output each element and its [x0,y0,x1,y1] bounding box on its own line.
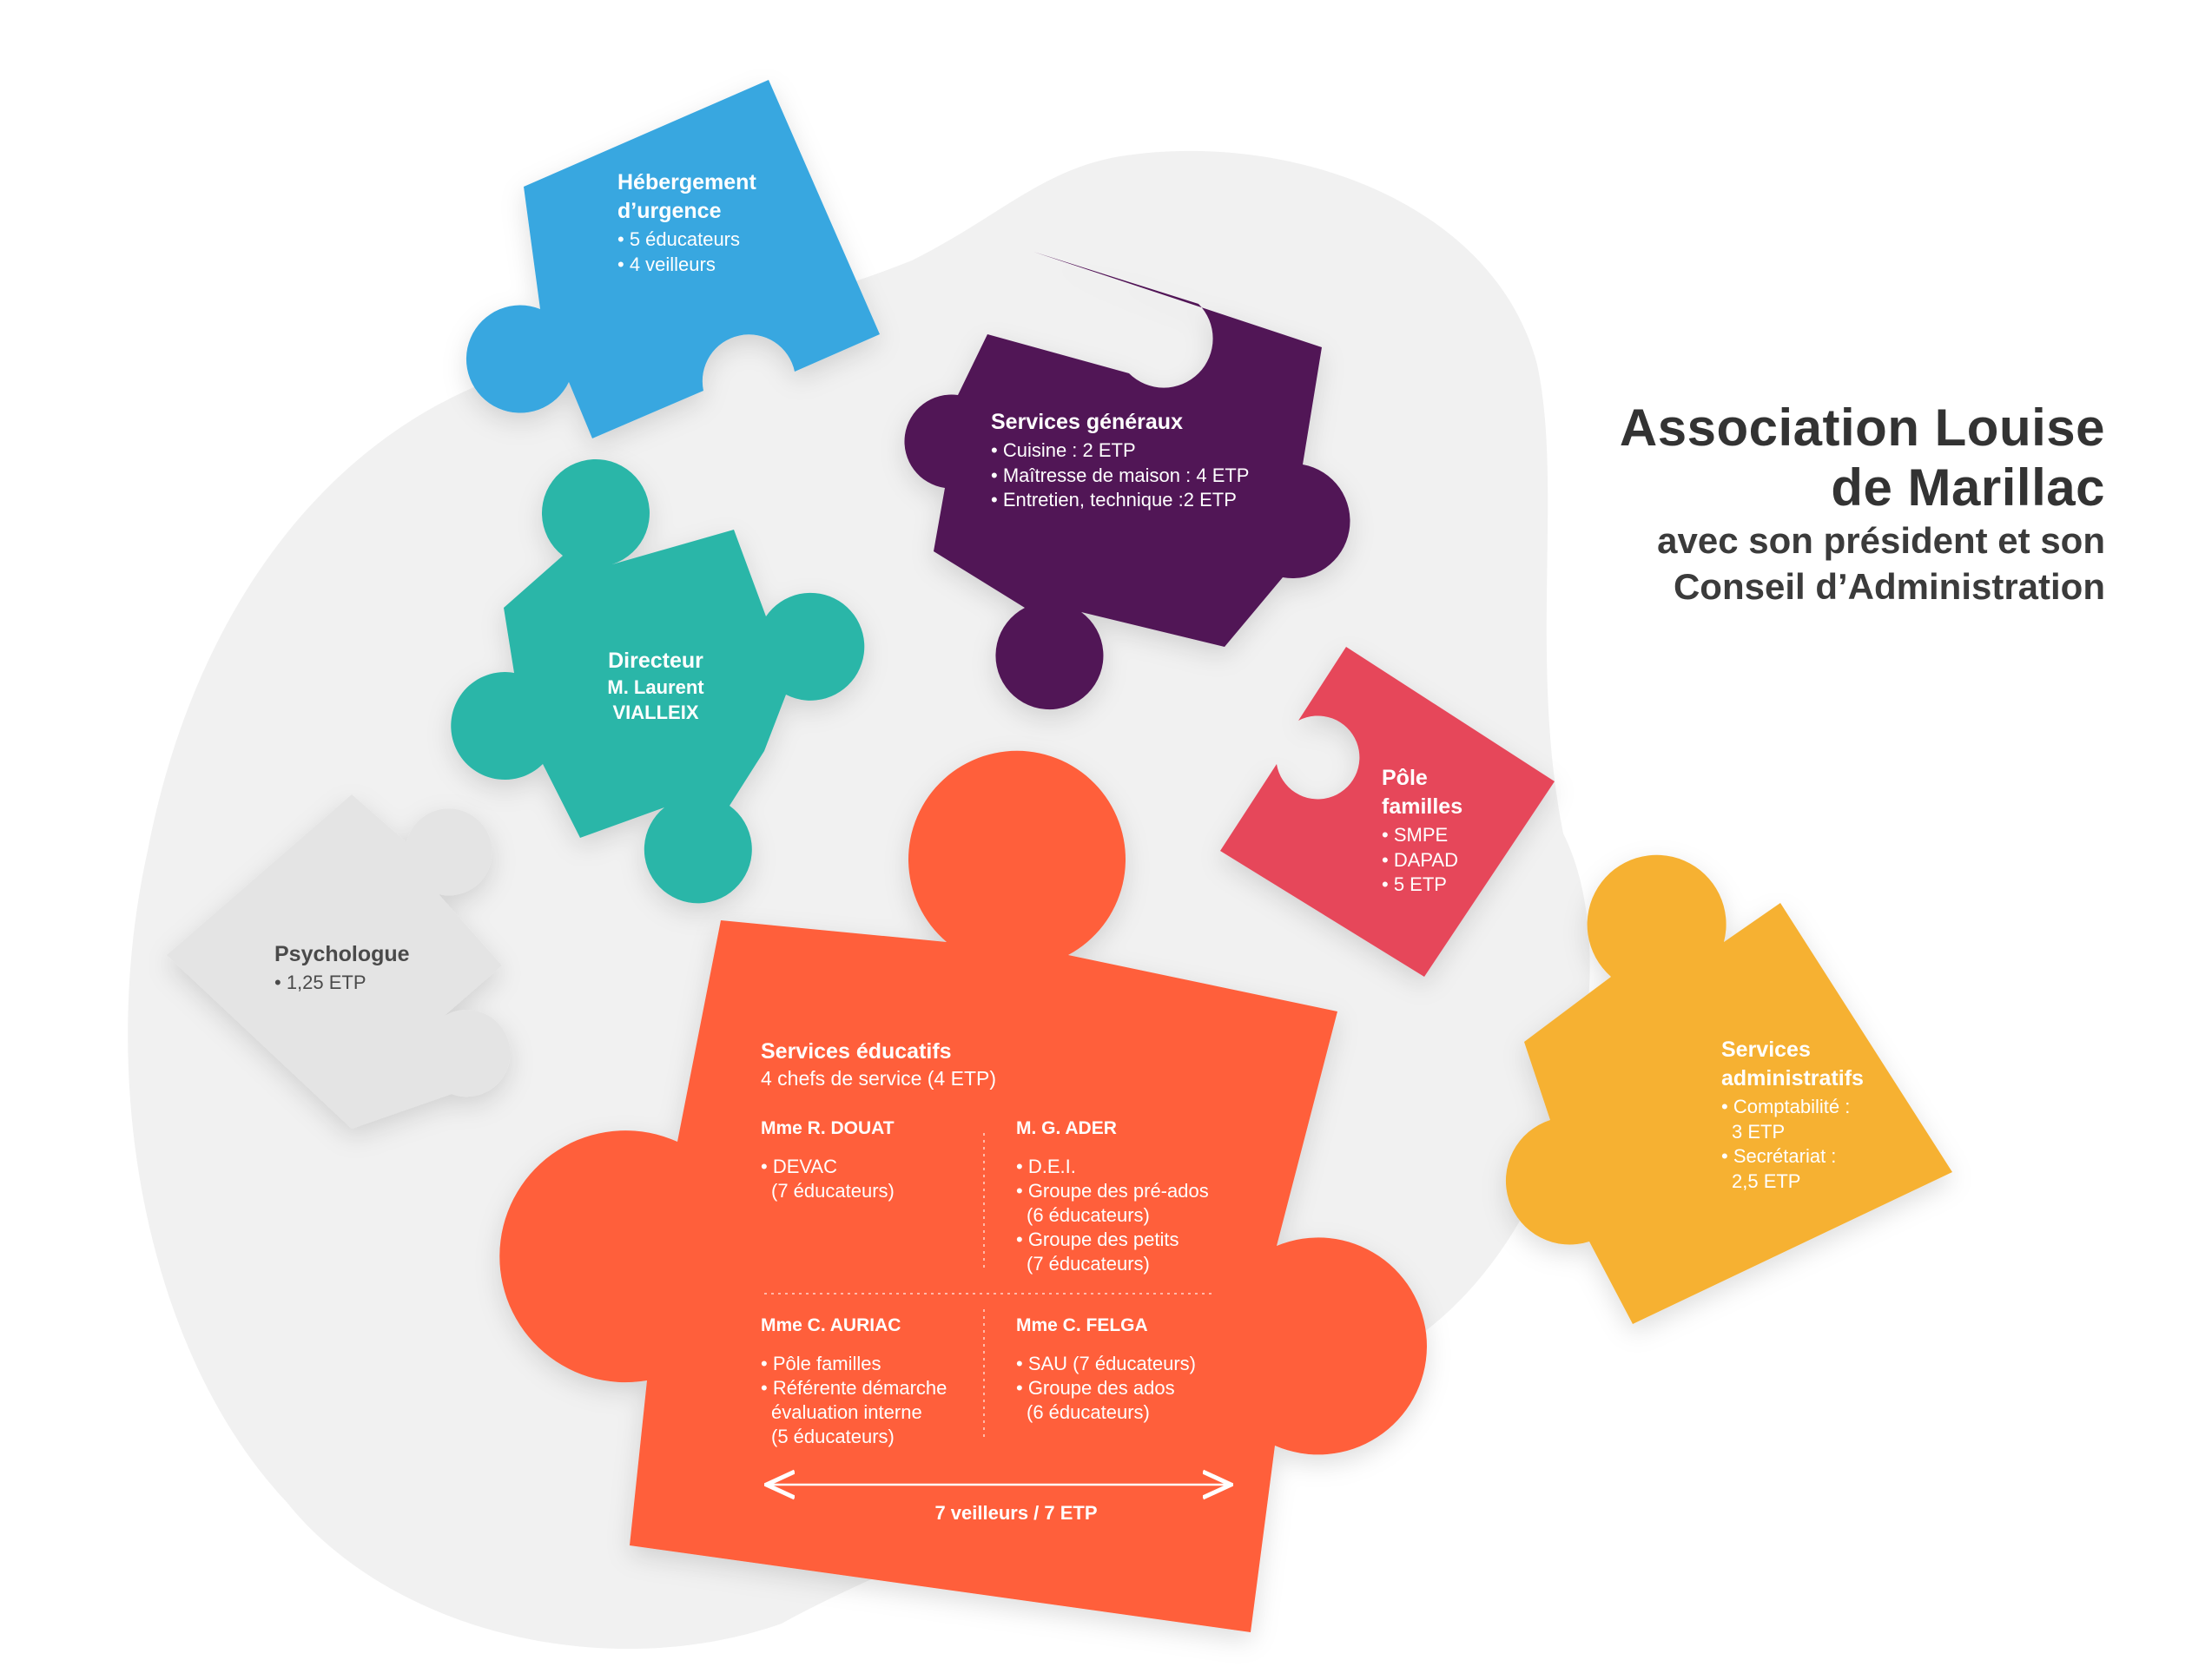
list-item: • Pôle familles [761,1353,881,1374]
piece-directeur [451,458,865,904]
chef-ader-cell: M. G. ADER • D.E.I. • Groupe des pré-ado… [1016,1118,1209,1276]
services-educatifs-title: Services éducatifs [761,1039,952,1064]
list-item: • Comptabilité : [1721,1096,1851,1117]
list-item: 3 ETP [1732,1120,1786,1143]
heading-line-2: de Marillac [1831,458,2105,517]
list-item: • DEVAC [761,1156,837,1177]
list-item: • D.E.I. [1016,1156,1076,1177]
services-administratifs-title-2: administratifs [1721,1066,1864,1090]
piece-services-educatifs [499,750,1427,1632]
chef-douat-list: • DEVAC (7 éducateurs) [761,1155,895,1203]
list-item: • Secrétariat : [1721,1145,1837,1168]
chef-douat-cell: Mme R. DOUAT • DEVAC (7 éducateurs) [761,1118,895,1203]
chef-ader-list: • D.E.I. • Groupe des pré-ados (6 éducat… [1016,1155,1209,1276]
heading-line-1: Association Louise [1619,399,2105,457]
list-item: • 5 éducateurs [617,228,741,250]
psychologue-list: • 1,25 ETP [274,971,410,996]
hebergement-list: • 5 éducateurs • 4 veilleurs [617,227,756,277]
list-item: • Groupe des ados [1016,1376,1175,1399]
chef-auriac-list: • Pôle familles • Référente démarche éva… [761,1352,947,1449]
hebergement-urgence-text: Hébergement d’urgence • 5 éducateurs • 4… [617,168,756,277]
heading-line-3: avec son président et son [1657,520,2105,561]
list-item: • 4 veilleurs [617,253,716,275]
list-item: • SMPE [1382,824,1449,846]
list-item: • 5 ETP [1382,873,1447,896]
chef-auriac-name: Mme C. AURIAC [761,1315,901,1335]
piece-psychologue [167,794,511,1129]
list-item: • Référente démarche [761,1376,947,1399]
list-item: • SAU (7 éducateurs) [1016,1353,1197,1374]
services-administratifs-text: Services administratifs • Comptabilité :… [1721,1036,1864,1194]
directeur-text: Directeur M. Laurent VIALLEIX [556,647,756,725]
psychologue-title: Psychologue [274,942,410,966]
chef-felga-list: • SAU (7 éducateurs) • Groupe des ados (… [1016,1352,1196,1425]
hebergement-title-2: d’urgence [617,199,722,223]
services-generaux-title: Services généraux [991,410,1183,434]
list-item: • Entretien, technique :2 ETP [991,489,1237,511]
pole-familles-title-1: Pôle [1382,766,1428,790]
list-item: • Groupe des pré-ados [1016,1179,1209,1202]
chef-ader-name: M. G. ADER [1016,1118,1117,1138]
heading-line-4: Conseil d’Administration [1673,566,2105,608]
chef-felga-name: Mme C. FELGA [1016,1315,1148,1335]
list-item: (7 éducateurs) [771,1179,895,1202]
services-generaux-list: • Cuisine : 2 ETP • Maîtresse de maison … [991,438,1249,513]
directeur-name-1: M. Laurent [607,676,704,698]
hebergement-title-1: Hébergement [617,170,756,194]
list-item: (6 éducateurs) [1027,1400,1150,1423]
chef-douat-name: Mme R. DOUAT [761,1118,895,1138]
list-item: • DAPAD [1382,848,1458,871]
chef-felga-cell: Mme C. FELGA • SAU (7 éducateurs) • Grou… [1016,1315,1196,1425]
directeur-title: Directeur [608,649,703,673]
piece-services-administratifs [1505,854,1952,1324]
services-educatifs-subtitle: 4 chefs de service (4 ETP) [761,1066,996,1090]
veilleurs-cell: 7 veilleurs / 7 ETP [877,1502,1155,1525]
list-item: (6 éducateurs) [1027,1203,1150,1226]
piece-services-generaux [904,252,1350,710]
list-item: • Cuisine : 2 ETP [991,439,1136,461]
list-item: • Groupe des petits [1016,1228,1179,1250]
list-item: (7 éducateurs) [1027,1252,1150,1275]
psychologue-text: Psychologue • 1,25 ETP [274,940,410,996]
list-item: • 1,25 ETP [274,972,366,993]
piece-pole-familles [1220,647,1555,977]
services-educatifs-header: Services éducatifs 4 chefs de service (4… [761,1038,996,1091]
list-item: évaluation interne [771,1400,922,1423]
piece-hebergement-urgence [465,80,880,438]
services-generaux-text: Services généraux • Cuisine : 2 ETP • Ma… [991,408,1249,513]
list-item: (5 éducateurs) [771,1425,895,1447]
services-administratifs-list: • Comptabilité : 3 ETP • Secrétariat : 2… [1721,1095,1864,1194]
pole-familles-list: • SMPE • DAPAD • 5 ETP [1382,823,1462,898]
pole-familles-title-2: familles [1382,794,1463,819]
list-item: • Maîtresse de maison : 4 ETP [991,464,1250,486]
organization-heading: Association Louise de Marillac avec son … [1620,398,2105,610]
list-item: 2,5 ETP [1732,1169,1801,1192]
veilleurs-label: 7 veilleurs / 7 ETP [934,1502,1098,1524]
services-administratifs-title-1: Services [1721,1038,1811,1062]
chef-auriac-cell: Mme C. AURIAC • Pôle familles • Référent… [761,1315,947,1449]
pole-familles-text: Pôle familles • SMPE • DAPAD • 5 ETP [1382,764,1462,898]
directeur-name-2: VIALLEIX [612,701,699,723]
